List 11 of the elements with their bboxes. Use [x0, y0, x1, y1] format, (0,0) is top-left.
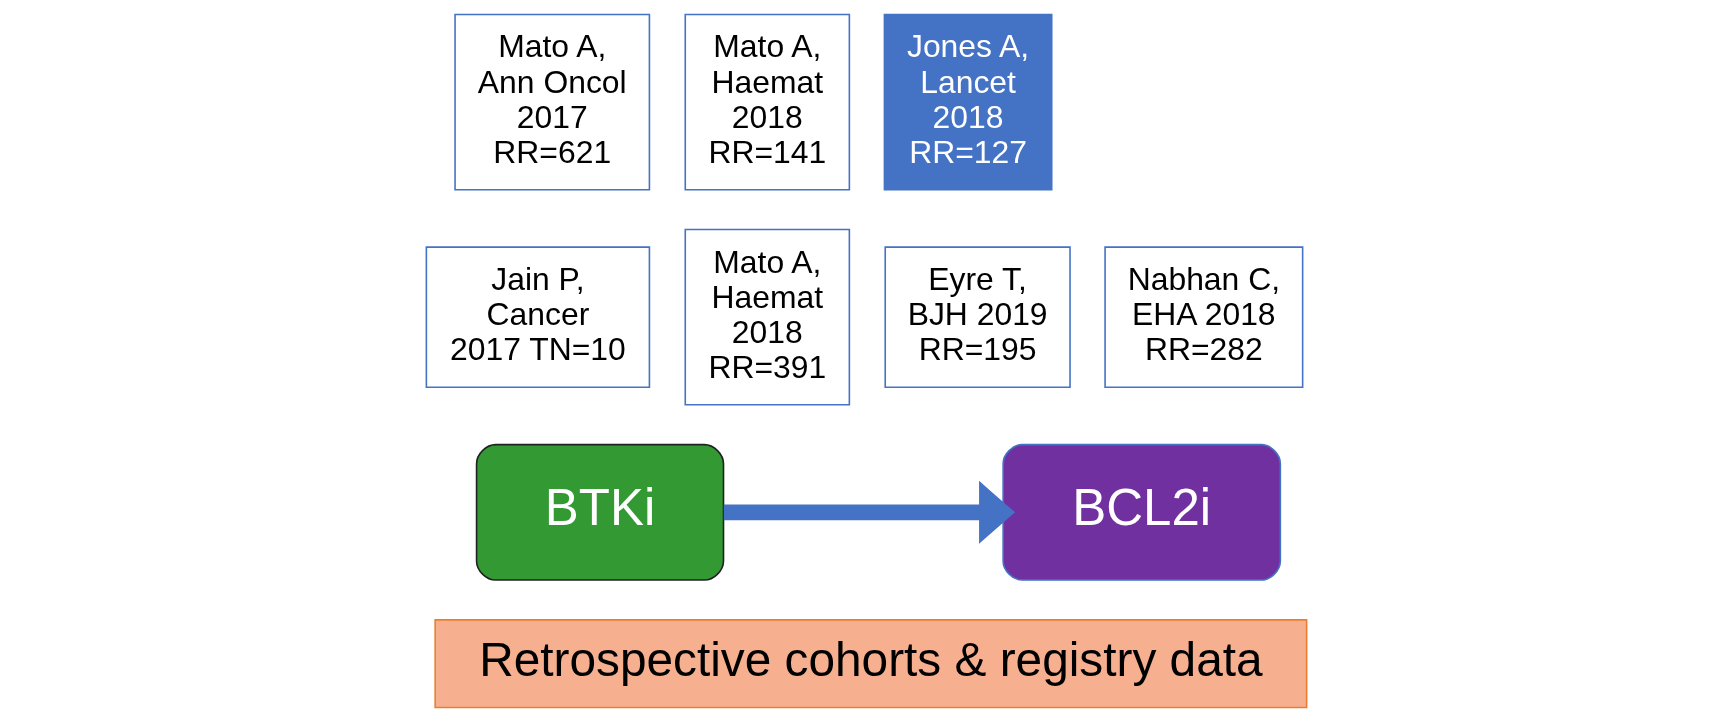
arrow [723, 480, 1015, 544]
node-box: BCL2i [1001, 443, 1281, 581]
node-box: BTKi [475, 443, 724, 581]
node-box: Mato A, Haemat 2018 RR=141 [683, 13, 850, 191]
node-box: Mato A, Ann Oncol 2017 RR=621 [453, 13, 650, 191]
node-box: Mato A, Haemat 2018 RR=391 [683, 228, 850, 406]
node-box: Retrospective cohorts & registry data [433, 619, 1307, 709]
node-box: Nabhan C, EHA 2018 RR=282 [1103, 246, 1303, 389]
node-box: Jones A, Lancet 2018 RR=127 [883, 13, 1052, 191]
node-box: Eyre T, BJH 2019 RR=195 [883, 246, 1071, 389]
node-box: Jain P, Cancer 2017 TN=10 [425, 246, 650, 389]
